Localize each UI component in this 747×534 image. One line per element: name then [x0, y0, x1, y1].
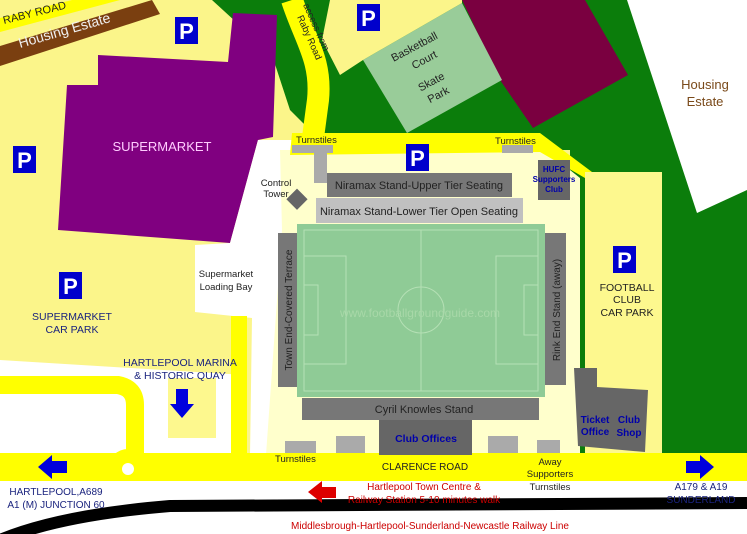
- ticket-office-label: Ticket: [581, 415, 610, 426]
- parking-sign-icon: P: [175, 17, 198, 44]
- rink-end-stand: [545, 233, 566, 385]
- loading-bay-label: Supermarket: [199, 269, 254, 280]
- upper-tier-stand: [327, 173, 512, 197]
- cyril-knowles-stand: [302, 398, 539, 420]
- svg-text:P: P: [63, 274, 78, 299]
- control-tower-label: Tower: [263, 189, 288, 200]
- upper-tier-label: Niramax Stand-Upper Tier Seating: [335, 180, 503, 192]
- arrow-right-icon: [686, 455, 714, 479]
- turnstile-block: [502, 145, 533, 153]
- housing-estate-left-area: [0, 0, 160, 66]
- svg-text:P: P: [617, 248, 632, 273]
- basketball-court: [363, 3, 502, 133]
- loading-bay-area: [195, 140, 292, 455]
- marina-label: HARTLEPOOL MARINA: [123, 357, 237, 369]
- supermarket-label: SUPERMARKET: [113, 139, 212, 154]
- lower-tier-label: Niramax Stand-Lower Tier Open Seating: [320, 206, 518, 218]
- housing-estate-right-area: [627, 0, 747, 213]
- club-offices-label: Club Offices: [395, 433, 457, 445]
- parking-sign-icon: P: [13, 146, 36, 173]
- ticket-office-label: Office: [581, 427, 610, 438]
- turnstile-block: [314, 153, 327, 183]
- lower-tier-stand: [316, 198, 523, 223]
- football-car-park-label: CLUB: [613, 294, 641, 306]
- stadium-top-road: [290, 133, 600, 178]
- club-offices-building: [379, 420, 472, 455]
- football-car-park-label: FOOTBALL: [600, 282, 655, 294]
- football-club-car-park-area: [585, 172, 662, 455]
- svg-text:P: P: [179, 19, 194, 44]
- away-turnstiles-label: Turnstiles: [530, 482, 571, 493]
- town-end-stand: [278, 233, 297, 387]
- arrow-left-icon: [38, 455, 67, 479]
- maroon-building: [462, 0, 628, 128]
- rink-end-label: Rink End Stand (away): [552, 259, 563, 361]
- hartlepool-direction-label: HARTLEPOOL,A689: [9, 487, 103, 498]
- parking-sign-icon: P: [406, 144, 429, 171]
- turnstiles-label: Turnstiles: [495, 136, 536, 147]
- town-centre-label: Hartlepool Town Centre &: [367, 482, 481, 493]
- club-shop-label: Club: [618, 415, 640, 426]
- club-shop-label: Shop: [617, 428, 642, 439]
- supporters-club-label: HUFC: [543, 165, 565, 174]
- watermark: www.footballgroundguide.com: [339, 306, 500, 320]
- marina-label: & HISTORIC QUAY: [134, 370, 226, 382]
- control-tower-label: Control: [261, 178, 292, 189]
- loading-bay-label: Loading Bay: [200, 282, 253, 293]
- hartlepool-direction-label: A1 (M) JUNCTION 60: [7, 500, 105, 511]
- ticket-office-building: [574, 368, 648, 452]
- svg-text:P: P: [410, 146, 425, 171]
- turnstile-block: [537, 440, 560, 453]
- town-end-label: Town End-Covered Terrace: [284, 249, 295, 370]
- parking-sign-icon: P: [59, 272, 82, 299]
- parking-sign-icon: P: [357, 4, 380, 31]
- turnstile-block: [285, 441, 316, 453]
- turnstiles-label: Turnstiles: [296, 135, 337, 146]
- football-car-park-label: CAR PARK: [601, 307, 654, 319]
- turnstiles-label: Turnstiles: [275, 454, 316, 465]
- roundabout-centre: [122, 463, 134, 475]
- supermarket-car-park-label: CAR PARK: [46, 324, 99, 336]
- svg-text:P: P: [17, 148, 32, 173]
- supporters-club-label: Supporters: [533, 175, 576, 184]
- turnstile-block: [488, 436, 518, 453]
- access-road: [281, 0, 330, 147]
- cyril-knowles-label: Cyril Knowles Stand: [375, 404, 473, 416]
- supporters-club-label: Club: [545, 185, 563, 194]
- arrow-down-icon: [170, 389, 194, 418]
- supermarket-car-park-label: SUPERMARKET: [32, 311, 113, 323]
- clarence-road-label: CLARENCE ROAD: [382, 462, 468, 473]
- side-road: [0, 376, 144, 460]
- supporters-club-building: [538, 160, 570, 200]
- raby-road: [0, 0, 120, 32]
- away-turnstiles-label: Away: [538, 457, 561, 468]
- turnstile-block: [336, 436, 365, 453]
- arrow-left-icon: [308, 481, 336, 503]
- housing-estate-right-label: Housing: [681, 77, 729, 92]
- turnstile-block: [292, 145, 333, 153]
- sunderland-direction-label: SUNDERLAND: [667, 495, 736, 506]
- housing-estate-right-label: Estate: [687, 94, 724, 109]
- loading-bay-road: [231, 316, 247, 461]
- town-centre-label: Railway Station 5-10 minutes walk: [348, 495, 501, 506]
- supermarket-building: [58, 13, 277, 243]
- pitch-markings: [303, 229, 539, 392]
- parking-sign-icon: P: [613, 246, 636, 273]
- away-turnstiles-label: Supporters: [527, 469, 574, 480]
- railway-line-label: Middlesbrough-Hartlepool-Sunderland-Newc…: [291, 521, 569, 532]
- sunderland-direction-label: A179 & A19: [675, 482, 728, 493]
- svg-text:P: P: [361, 6, 376, 31]
